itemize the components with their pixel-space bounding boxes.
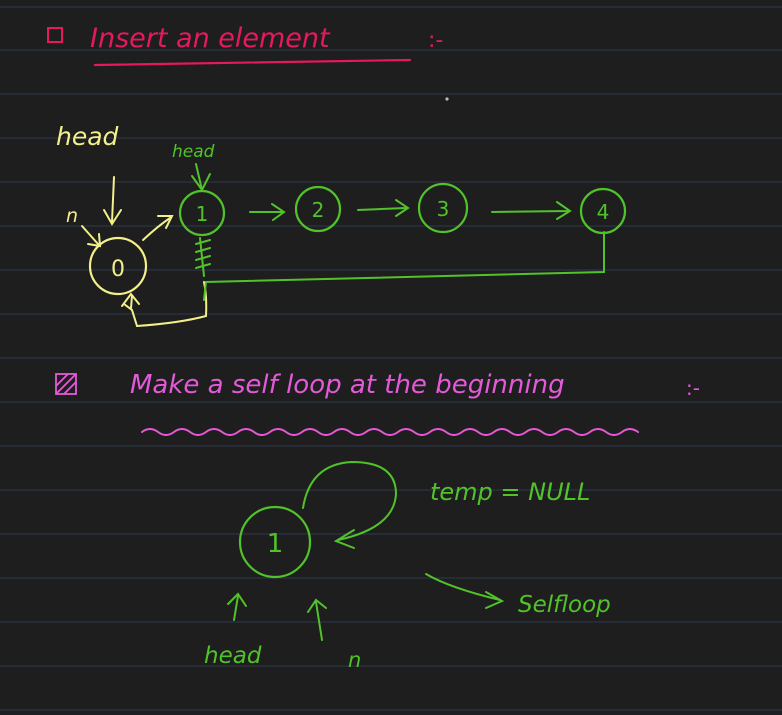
temp-null-label: temp = NULL bbox=[430, 478, 590, 506]
section2-colon: :- bbox=[686, 376, 700, 400]
node-4-value: 4 bbox=[597, 200, 610, 224]
node-0: 0 bbox=[88, 236, 148, 296]
new-head-label: head bbox=[172, 142, 215, 162]
n-label: n bbox=[66, 205, 78, 227]
tail-to-head-line bbox=[203, 231, 605, 301]
node-1-value: 1 bbox=[196, 202, 209, 226]
title-wavy-underline bbox=[141, 428, 639, 436]
node-4-circle bbox=[579, 187, 627, 235]
section2-title: Make a self loop at the beginning bbox=[130, 370, 565, 400]
n-up-arrow bbox=[307, 598, 327, 641]
self-loop-node: 1 bbox=[238, 505, 312, 579]
arrow-1-to-2 bbox=[249, 203, 286, 221]
stray-dot bbox=[445, 97, 449, 101]
selfloop-label: Selfloop bbox=[518, 592, 611, 618]
section-self-loop: Make a self loop at the beginning :- 1 t… bbox=[55, 370, 700, 672]
head-label: head bbox=[56, 122, 119, 151]
self-loop-node-circle bbox=[238, 505, 312, 579]
arrow-2-to-3 bbox=[357, 199, 410, 217]
node-1-circle bbox=[178, 189, 226, 237]
new-head-arrow bbox=[191, 163, 211, 192]
self-loop-node-value: 1 bbox=[267, 529, 284, 559]
cut-marks bbox=[195, 237, 211, 277]
loop-back-arrowhead bbox=[121, 292, 140, 307]
n-label-2: n bbox=[348, 648, 361, 672]
arrow-3-to-4 bbox=[491, 201, 572, 220]
node-4: 4 bbox=[579, 187, 627, 235]
selfloop-pointer-arrow bbox=[425, 573, 505, 609]
head-label-2: head bbox=[204, 643, 262, 669]
section1-title: Insert an element bbox=[90, 23, 331, 54]
n-arrow bbox=[81, 225, 102, 248]
node-0-value: 0 bbox=[111, 257, 125, 282]
self-loop-arrow bbox=[302, 460, 398, 541]
node0-to-node1-arrow bbox=[142, 215, 174, 241]
node-1: 1 bbox=[178, 189, 226, 237]
head-up-arrow bbox=[227, 592, 247, 621]
section1-colon: :- bbox=[428, 28, 443, 53]
node-3-value: 3 bbox=[437, 197, 450, 221]
node-0-circle bbox=[88, 236, 148, 296]
self-loop-arrowhead bbox=[333, 529, 355, 549]
node-3: 3 bbox=[417, 182, 469, 234]
hatched-checkbox-icon bbox=[55, 373, 77, 395]
node-2: 2 bbox=[294, 185, 342, 233]
node-2-circle bbox=[294, 185, 342, 233]
section-insert-element: Insert an element :- head n 0 head bbox=[47, 23, 627, 328]
head-arrow bbox=[103, 176, 122, 226]
loop-back-line bbox=[123, 281, 208, 328]
node-2-value: 2 bbox=[312, 198, 325, 222]
node-3-circle bbox=[417, 182, 469, 234]
title-underline bbox=[93, 58, 412, 67]
checkbox-icon bbox=[47, 27, 63, 43]
